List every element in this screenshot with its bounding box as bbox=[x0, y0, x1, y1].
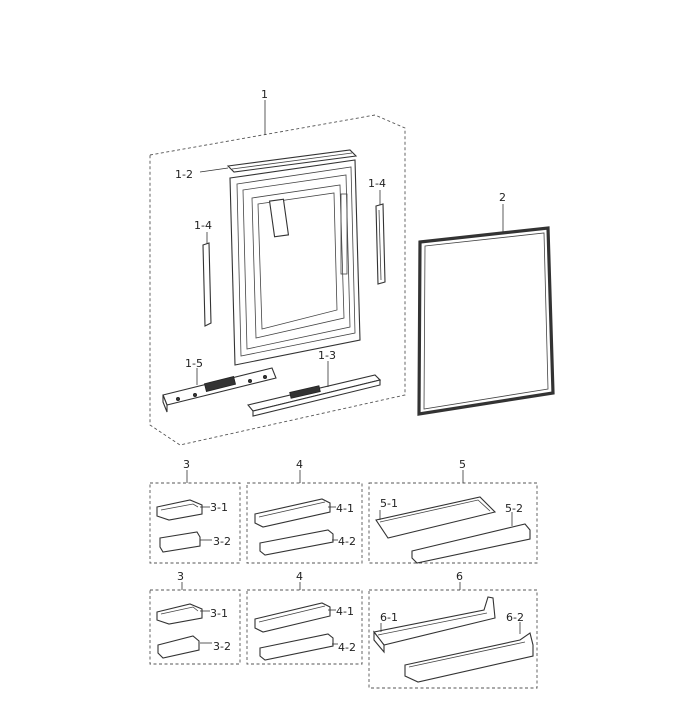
callout-6-1: 6-1 bbox=[380, 611, 398, 624]
gasket-strip-right-part bbox=[375, 203, 386, 285]
callout-3-1-row2: 3-1 bbox=[210, 607, 228, 620]
door-assembly-group: 1 1-2 1-4 1-4 bbox=[149, 88, 406, 446]
callout-1: 1 bbox=[261, 88, 268, 101]
group-4-upper-box: 4 4-1 4-2 bbox=[246, 458, 363, 564]
handle-bar-part bbox=[247, 374, 382, 417]
callout-5-1: 5-1 bbox=[380, 497, 398, 510]
door-frame-part bbox=[229, 159, 361, 366]
group-5-label: 5 bbox=[459, 458, 466, 471]
gasket-part-group: 2 bbox=[417, 191, 555, 416]
callout-1-5: 1-5 bbox=[185, 357, 203, 370]
callout-6-2: 6-2 bbox=[506, 611, 524, 624]
group-3-upper-box: 3 3-1 3-2 bbox=[149, 458, 241, 564]
bin-5-2-part bbox=[411, 523, 531, 564]
bin-4-2-part bbox=[259, 529, 334, 556]
callout-4-1-row2: 4-1 bbox=[336, 605, 354, 618]
group-5-box: 5 5-1 5-2 bbox=[368, 458, 538, 564]
bin-4-1-part bbox=[254, 498, 331, 528]
callout-5-2: 5-2 bbox=[505, 502, 523, 515]
bin-4-2-row2-part bbox=[259, 633, 334, 661]
bin-3-1-part bbox=[156, 499, 203, 521]
bin-4-1-row2-part bbox=[254, 602, 331, 633]
group-3-label-row2: 3 bbox=[177, 570, 184, 583]
front-panel-part bbox=[162, 367, 277, 413]
callout-1-4-right: 1-4 bbox=[368, 177, 386, 190]
group-3-lower-box: 3 3-1 3-2 bbox=[149, 570, 241, 665]
group-4-lower-box: 4 4-1 4-2 bbox=[246, 570, 363, 665]
callout-4-2-row1: 4-2 bbox=[338, 535, 356, 548]
callout-3-1-row1: 3-1 bbox=[210, 501, 228, 514]
bin-3-2-part bbox=[159, 531, 201, 553]
callout-2: 2 bbox=[499, 191, 506, 204]
callout-4-1-row1: 4-1 bbox=[336, 502, 354, 515]
bin-6-2-part bbox=[404, 632, 534, 683]
callout-3-2-row1: 3-2 bbox=[213, 535, 231, 548]
callout-4-2-row2: 4-2 bbox=[338, 641, 356, 654]
group-6-label: 6 bbox=[456, 570, 463, 583]
door-cap-part bbox=[226, 149, 358, 173]
bin-6-1-part bbox=[373, 596, 496, 654]
gasket-strip-left-part bbox=[202, 242, 212, 327]
group-4-label-row2: 4 bbox=[296, 570, 303, 583]
callout-1-4-left: 1-4 bbox=[194, 219, 212, 232]
group-3-label-row1: 3 bbox=[183, 458, 190, 471]
group-4-label-row1: 4 bbox=[296, 458, 303, 471]
bin-3-1-row2-part bbox=[156, 603, 203, 625]
callout-1-2: 1-2 bbox=[175, 168, 193, 181]
bin-5-1-part bbox=[375, 496, 497, 539]
group-6-box: 6 6-1 6-2 bbox=[368, 570, 538, 689]
callout-3-2-row2: 3-2 bbox=[213, 640, 231, 653]
bin-3-2-row2-part bbox=[157, 635, 200, 659]
callout-1-3: 1-3 bbox=[318, 349, 336, 362]
